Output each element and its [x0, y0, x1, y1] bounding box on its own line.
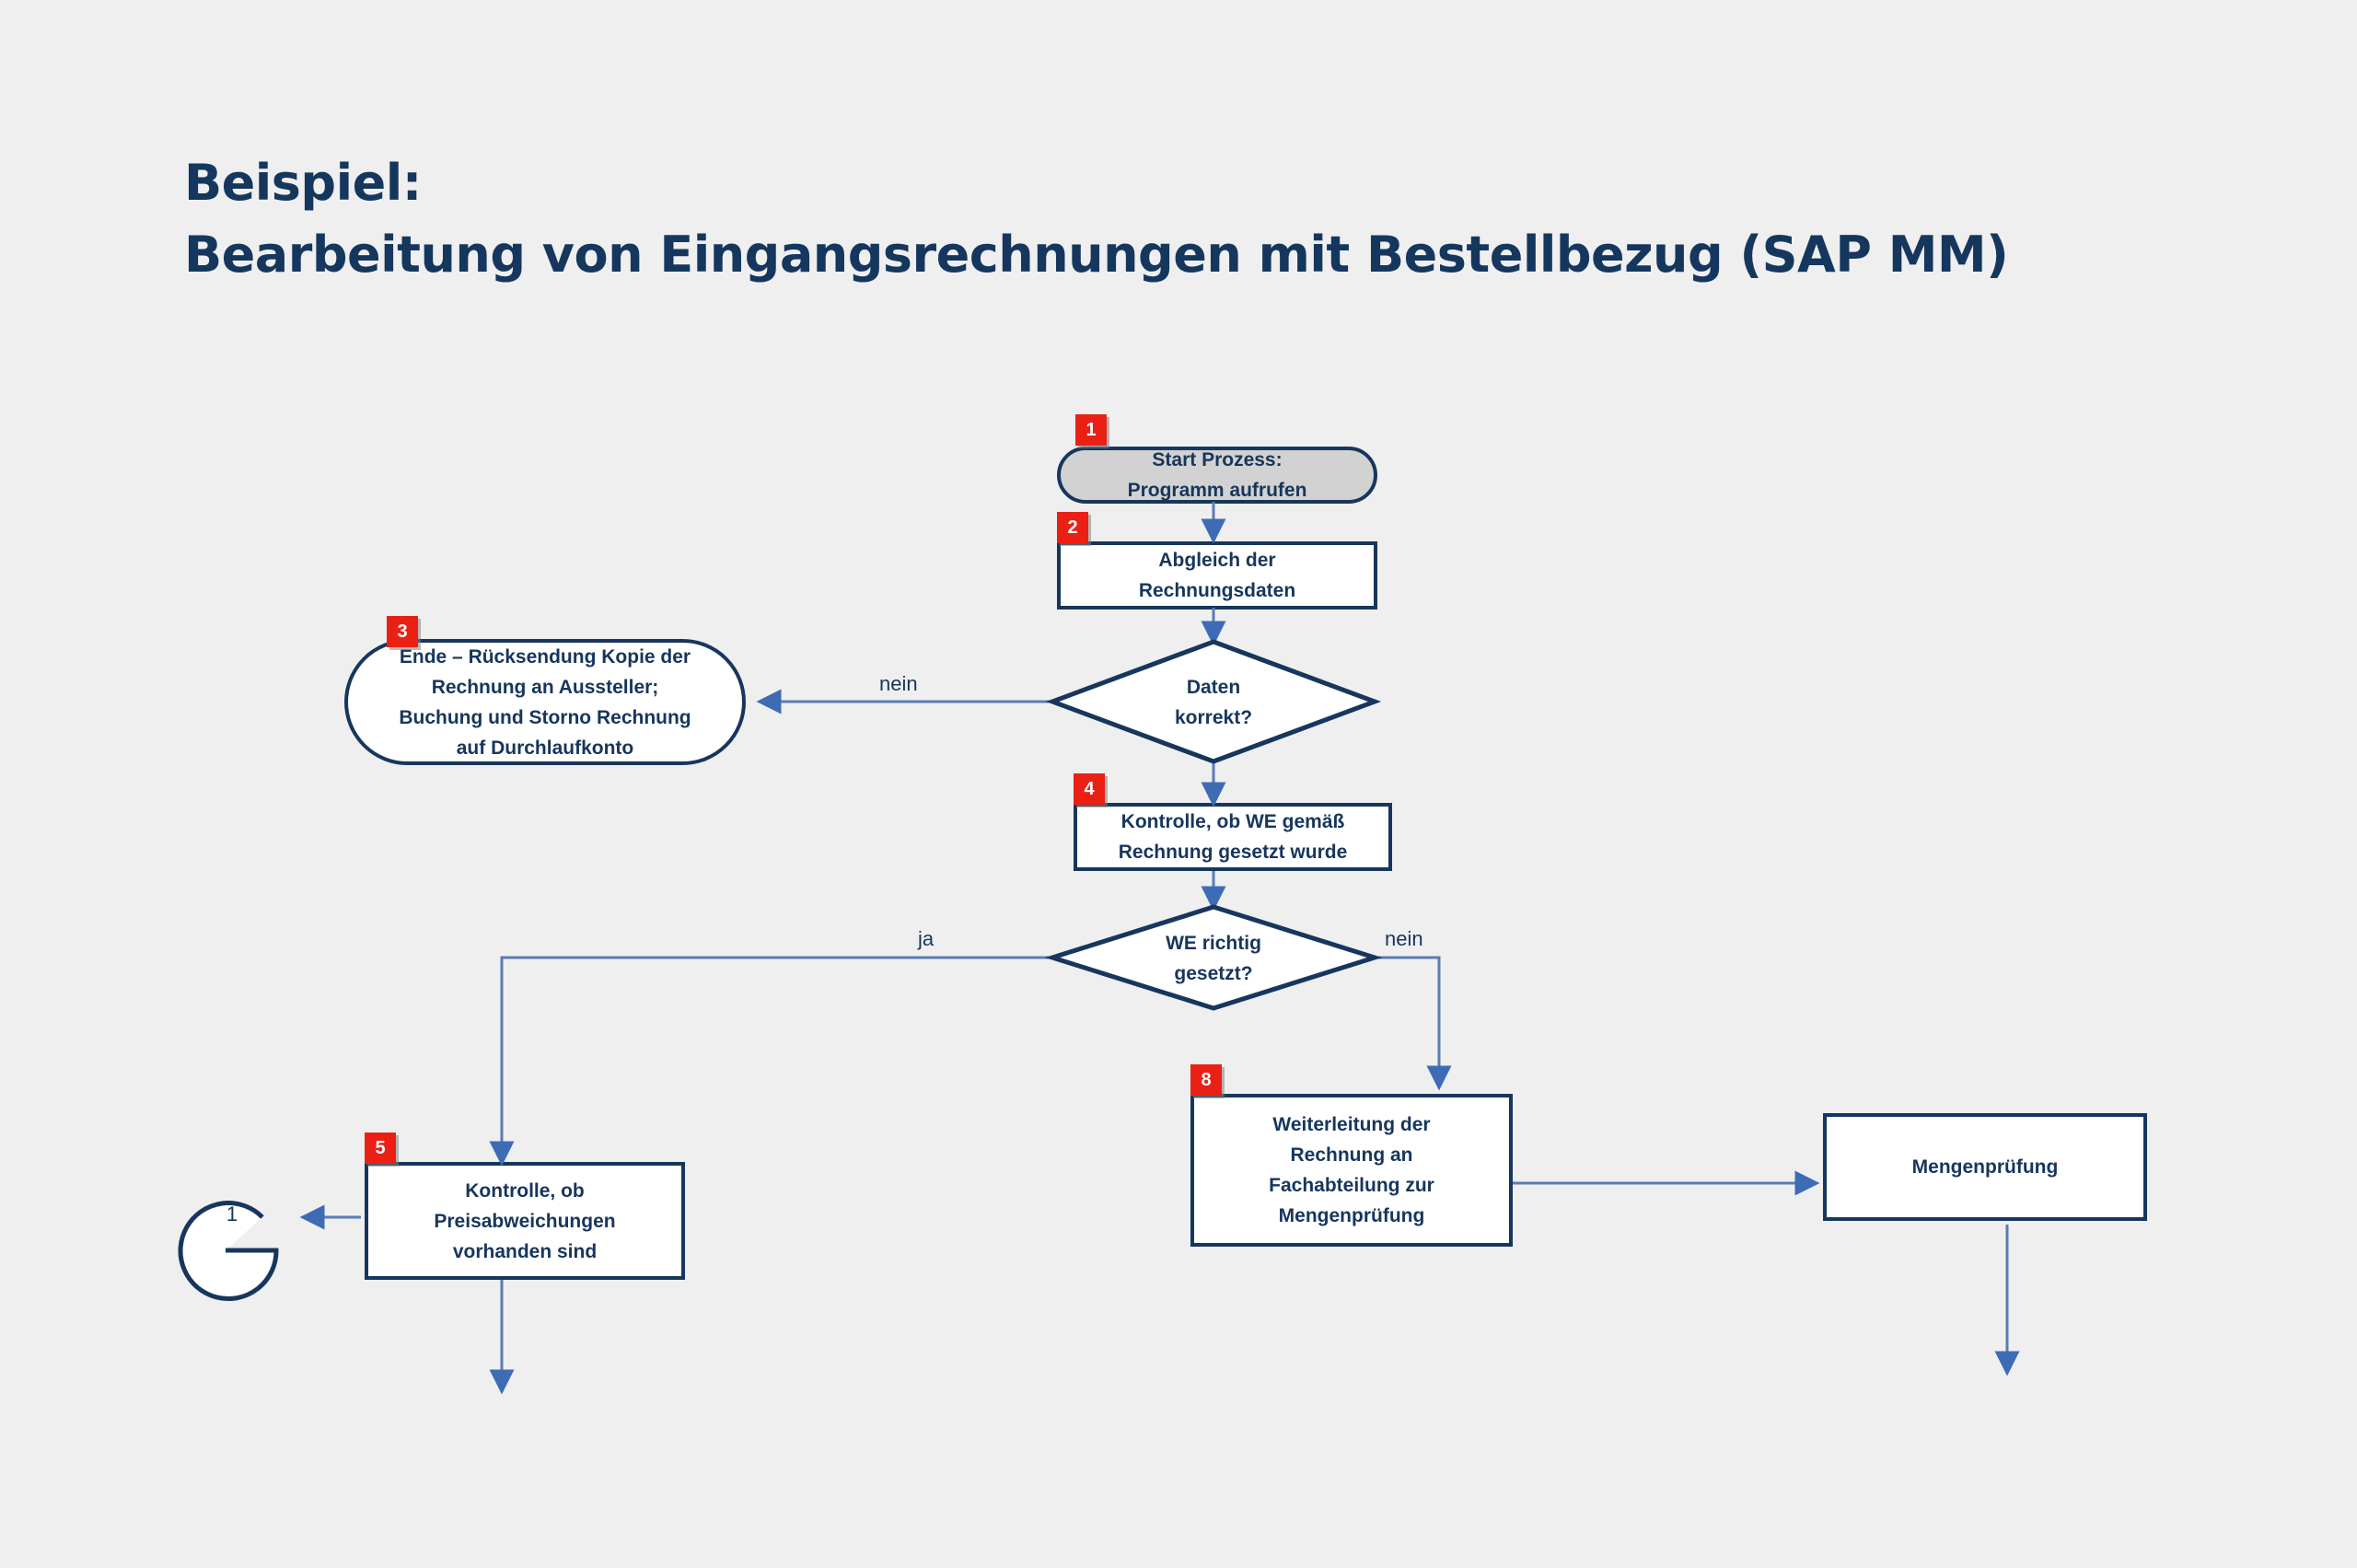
node-kontrolle-we[interactable]: Kontrolle, ob WE gemäß Rechnung gesetzt …	[1074, 803, 1392, 871]
badge-4: 4	[1074, 773, 1105, 805]
edge-we-ja-to-kontrolle-preis	[489, 956, 1052, 1167]
node-kontrolle-preis-line-2: Preisabweichungen	[434, 1210, 616, 1232]
node-weiterleitung-line-1: Weiterleitung der	[1272, 1114, 1431, 1135]
node-abgleich-line-2: Rechnungsdaten	[1138, 580, 1296, 601]
node-abgleich-rechnungsdaten[interactable]: Abgleich der Rechnungsdaten	[1057, 541, 1377, 610]
node-weiterleitung-line-2: Rechnung an	[1290, 1144, 1413, 1166]
node-weiterleitung-rechnung[interactable]: Weiterleitung der Rechnung an Fachabteil…	[1190, 1094, 1513, 1247]
edge-we-nein-to-weiterleitung	[1375, 956, 1452, 1091]
node-kontrolle-we-line-1: Kontrolle, ob WE gemäß	[1120, 811, 1345, 832]
node-mengenpruefung[interactable]: Mengenprüfung	[1823, 1113, 2147, 1221]
node-kontrolle-preis-line-1: Kontrolle, ob	[465, 1179, 585, 1202]
edge-label-we-nein: nein	[1385, 927, 1423, 950]
decision-daten-korrekt[interactable]	[1045, 639, 1382, 764]
edge-label-we-ja: ja	[918, 927, 935, 950]
edge-label-daten-nein: nein	[879, 672, 918, 695]
offpage-connector-1-shape[interactable]	[178, 1201, 279, 1302]
node-ende-line-1: Ende – Rücksendung Kopie der	[399, 645, 691, 668]
badge-1: 1	[1075, 414, 1107, 446]
decision-we-richtig[interactable]	[1044, 904, 1383, 1011]
node-abgleich-line-1: Abgleich der	[1158, 550, 1276, 571]
title-line-2: Bearbeitung von Eingangsrechnungen mit B…	[184, 226, 2009, 284]
node-start-line-2: Programm aufrufen	[1127, 480, 1307, 501]
node-mengenpruefung-line-1: Mengenprüfung	[1911, 1156, 2059, 1178]
node-kontrolle-we-line-2: Rechnung gesetzt wurde	[1118, 842, 1348, 863]
node-start-prozess[interactable]: Start Prozess: Programm aufrufen	[1057, 447, 1377, 504]
node-weiterleitung-line-4: Mengenprüfung	[1278, 1205, 1425, 1226]
page-title: Beispiel: Bearbeitung von Eingangsrechnu…	[184, 147, 2210, 291]
node-ende-ruecksendung[interactable]: Ende – Rücksendung Kopie der Rechnung an…	[344, 639, 746, 765]
badge-3: 3	[387, 616, 418, 647]
node-ende-line-4: auf Durchlaufkonto	[456, 737, 634, 759]
node-kontrolle-preis-line-3: vorhanden sind	[452, 1240, 598, 1262]
badge-5: 5	[365, 1132, 396, 1164]
node-ende-line-2: Rechnung an Aussteller;	[431, 676, 659, 698]
node-kontrolle-preisabweichungen[interactable]: Kontrolle, ob Preisabweichungen vorhande…	[365, 1162, 685, 1280]
node-start-line-1: Start Prozess:	[1152, 449, 1283, 470]
node-weiterleitung-line-3: Fachabteilung zur	[1269, 1175, 1434, 1196]
title-line-1: Beispiel:	[184, 154, 422, 212]
badge-2: 2	[1057, 512, 1088, 543]
node-ende-line-3: Buchung und Storno Rechnung	[399, 706, 691, 728]
badge-8: 8	[1190, 1064, 1222, 1096]
offpage-connector-1-label: 1	[226, 1202, 238, 1225]
